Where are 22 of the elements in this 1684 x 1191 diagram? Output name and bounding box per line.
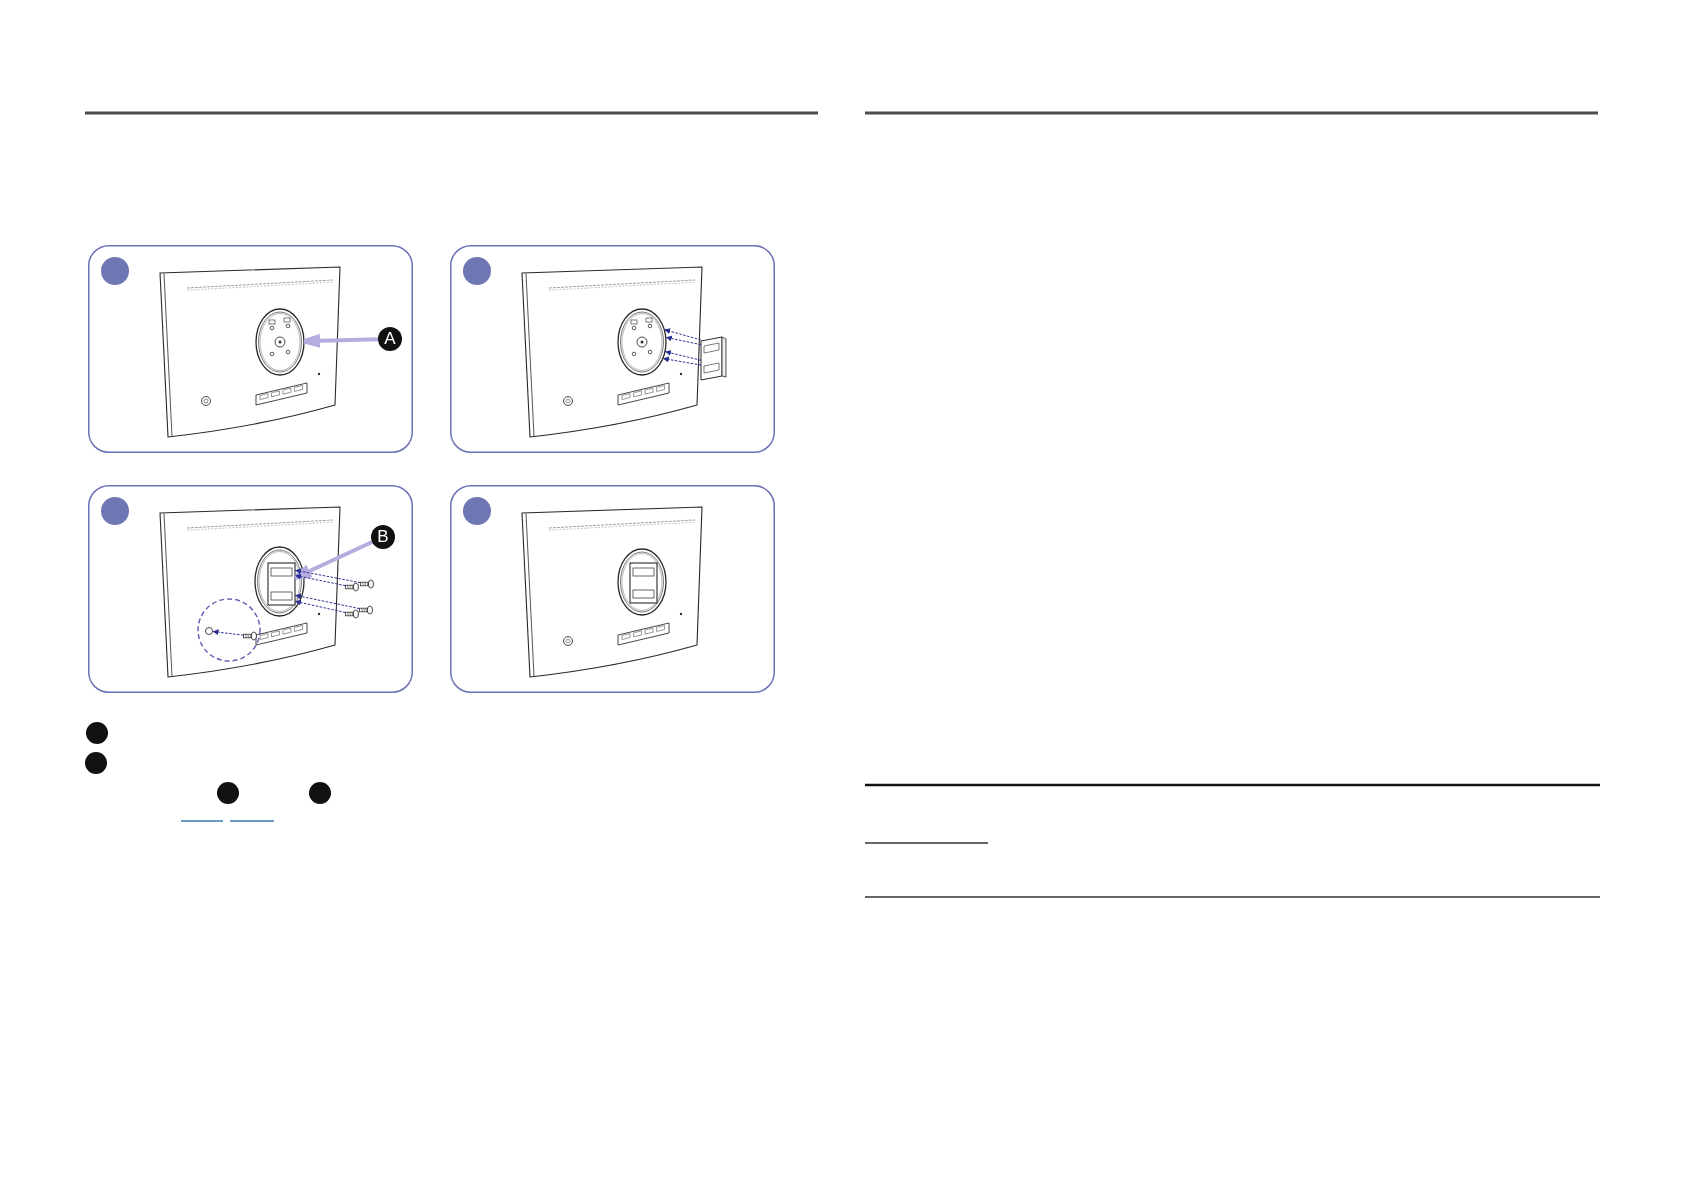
screw-icon bbox=[359, 605, 373, 615]
mounting-bracket bbox=[629, 562, 658, 604]
dashed-arrow bbox=[663, 328, 702, 341]
dashed-arrow bbox=[294, 599, 346, 613]
dashed-arrow bbox=[294, 573, 346, 587]
dashed-arrow bbox=[665, 335, 702, 346]
dashed-arrow bbox=[294, 593, 360, 610]
wall-mount-plate bbox=[617, 548, 667, 616]
screw-icon bbox=[360, 579, 374, 589]
screw-icon bbox=[243, 631, 257, 641]
dashed-arrow bbox=[294, 568, 361, 584]
dashed-arrow bbox=[212, 629, 244, 636]
screw-hole bbox=[205, 627, 213, 635]
screw-icon bbox=[345, 609, 359, 619]
wall-mount-plate bbox=[255, 308, 305, 376]
wall-mount-plate bbox=[254, 546, 305, 617]
dashed-arrow bbox=[662, 356, 702, 366]
mounting-bracket bbox=[267, 562, 296, 606]
screw-icon bbox=[345, 582, 359, 592]
wall-mount-plate bbox=[617, 308, 667, 376]
mounting-bracket bbox=[700, 336, 727, 381]
dashed-arrow bbox=[664, 350, 702, 361]
